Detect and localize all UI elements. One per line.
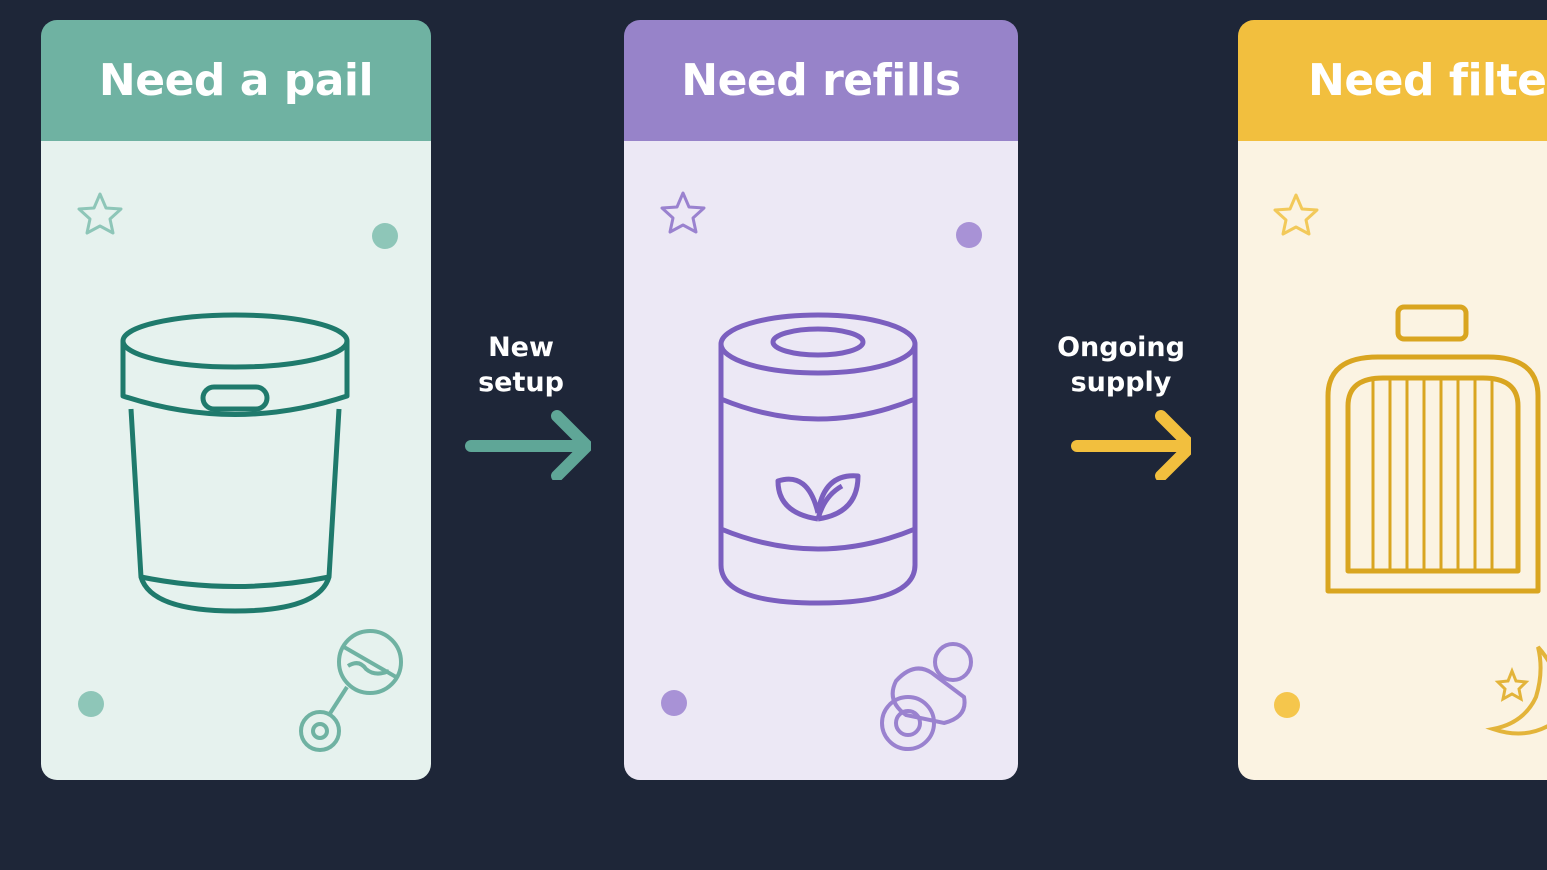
dot-icon (956, 222, 982, 248)
stage-body (1238, 141, 1547, 780)
stage-title: Need a pail (41, 20, 431, 141)
star-icon (1273, 193, 1319, 236)
connector-new-setup: New setup (446, 330, 596, 480)
dot-icon (661, 690, 687, 716)
filter-icon (1325, 304, 1541, 594)
stage-title: Need refills (624, 20, 1018, 141)
star-icon (660, 191, 706, 234)
arrow-right-icon (1071, 410, 1191, 480)
connector-ongoing-supply: Ongoing supply (1046, 330, 1196, 480)
stage-body (41, 141, 431, 780)
diaper-pail-icon (120, 312, 350, 614)
pacifier-icon (880, 642, 973, 751)
stage-card-pail: Need a pail (41, 20, 431, 780)
connector-label: Ongoing supply (1057, 332, 1185, 398)
stage-card-filters: Need filters (1238, 20, 1547, 780)
stage-title: Need filters (1238, 20, 1547, 141)
dot-icon (1274, 692, 1300, 718)
connector-label: New setup (478, 332, 564, 398)
stage-body (624, 141, 1018, 780)
stage-card-refills: Need refills (624, 20, 1018, 780)
dot-icon (372, 223, 398, 249)
rattle-icon (299, 629, 403, 752)
arrow-right-icon (465, 410, 591, 480)
moon-star-icon (1485, 645, 1547, 736)
refill-cartridge-icon (718, 312, 918, 606)
dot-icon (78, 691, 104, 717)
star-icon (77, 192, 123, 235)
